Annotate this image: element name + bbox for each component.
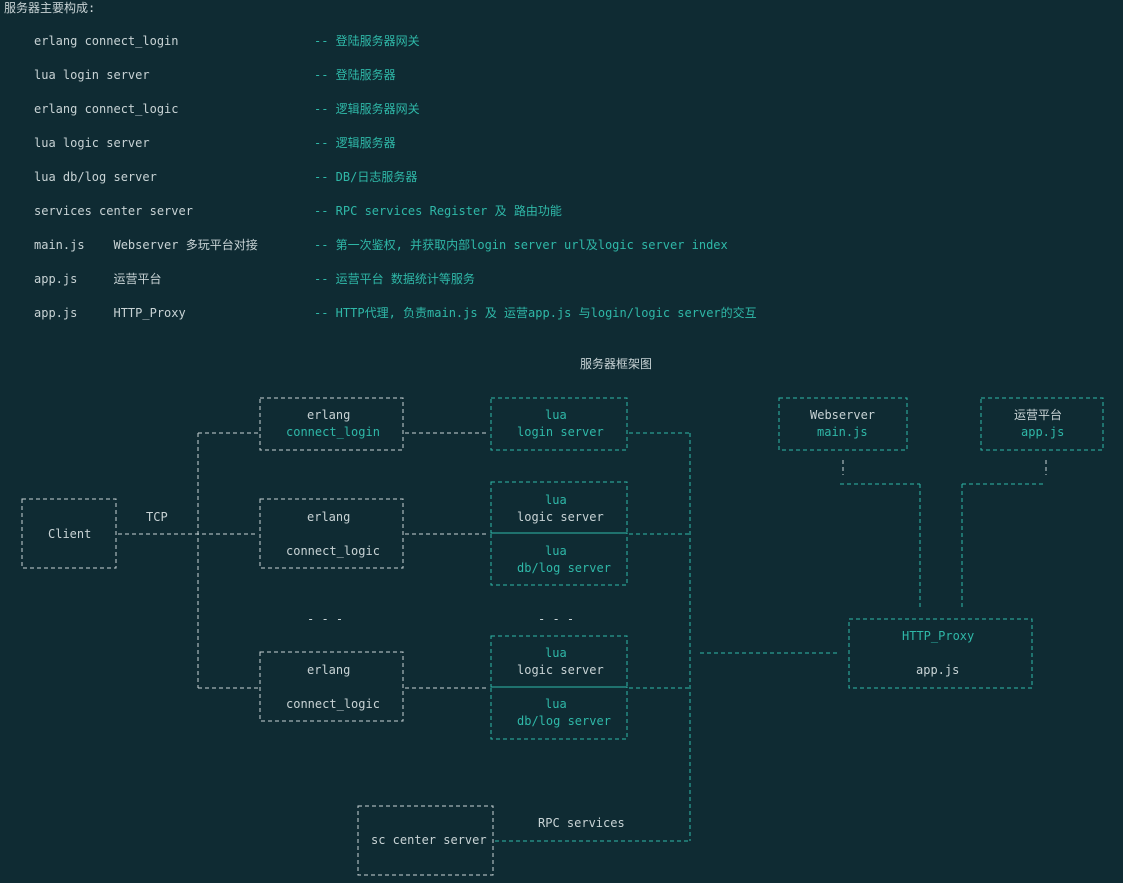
lua-label: lua <box>545 697 567 711</box>
webserver-label: Webserver <box>810 408 876 422</box>
lua-label: lua <box>545 544 567 558</box>
component-desc: -- DB/日志服务器 <box>314 170 418 184</box>
component-name: main.js Webserver 多玩平台对接 <box>34 238 258 252</box>
component-name: lua logic server <box>34 136 150 150</box>
erlang-label: erlang <box>307 408 351 422</box>
tcp-label: TCP <box>146 510 168 524</box>
component-name: erlang connect_logic <box>34 102 179 116</box>
diagram-title: 服务器框架图 <box>580 357 653 371</box>
erlang-label: erlang <box>307 510 351 524</box>
component-desc: -- HTTP代理, 负责main.js 及 运营app.js 与login/l… <box>314 306 757 320</box>
connect-login-label: connect_login <box>286 425 380 439</box>
app-js-label: app.js <box>916 663 960 677</box>
dblog-server-label: db/log server <box>517 561 611 575</box>
lua-label: lua <box>545 493 567 507</box>
login-server-label: login server <box>517 425 604 439</box>
logic-server-label: logic server <box>517 510 604 524</box>
main-js-label: main.js <box>817 425 868 439</box>
dblog-server-label: db/log server <box>517 714 611 728</box>
sc-center-label: sc center server <box>371 833 487 847</box>
component-name: services center server <box>34 204 193 218</box>
component-desc: -- RPC services Register 及 路由功能 <box>314 204 562 218</box>
ellipsis-label: - - - <box>307 612 344 626</box>
connect-logic-label: connect_logic <box>286 697 380 711</box>
erlang-label: erlang <box>307 663 351 677</box>
component-name: erlang connect_login <box>34 34 179 48</box>
component-desc: -- 登陆服务器 <box>314 68 396 82</box>
component-name: app.js 运营平台 <box>34 272 162 286</box>
http-proxy-label: HTTP_Proxy <box>902 629 975 643</box>
lua-label: lua <box>545 646 567 660</box>
ellipsis-label: - - - <box>538 612 575 626</box>
logic-server-label: logic server <box>517 663 604 677</box>
rpc-services-label: RPC services <box>538 816 625 830</box>
ops-platform-label: 运营平台 <box>1014 408 1063 422</box>
component-desc: -- 逻辑服务器网关 <box>314 102 420 116</box>
lua-label: lua <box>545 408 567 422</box>
component-name: app.js HTTP_Proxy <box>34 306 186 320</box>
component-name: lua db/log server <box>34 170 157 184</box>
client-label: Client <box>48 527 92 541</box>
page-heading: 服务器主要构成: <box>4 1 96 15</box>
component-desc: -- 运营平台 数据统计等服务 <box>314 272 475 286</box>
component-desc: -- 登陆服务器网关 <box>314 34 420 48</box>
connect-logic-label: connect_logic <box>286 544 380 558</box>
component-desc: -- 逻辑服务器 <box>314 136 396 150</box>
component-desc: -- 第一次鉴权, 并获取内部login server url及logic se… <box>314 238 728 252</box>
app-js-label: app.js <box>1021 425 1065 439</box>
component-name: lua login server <box>34 68 150 82</box>
